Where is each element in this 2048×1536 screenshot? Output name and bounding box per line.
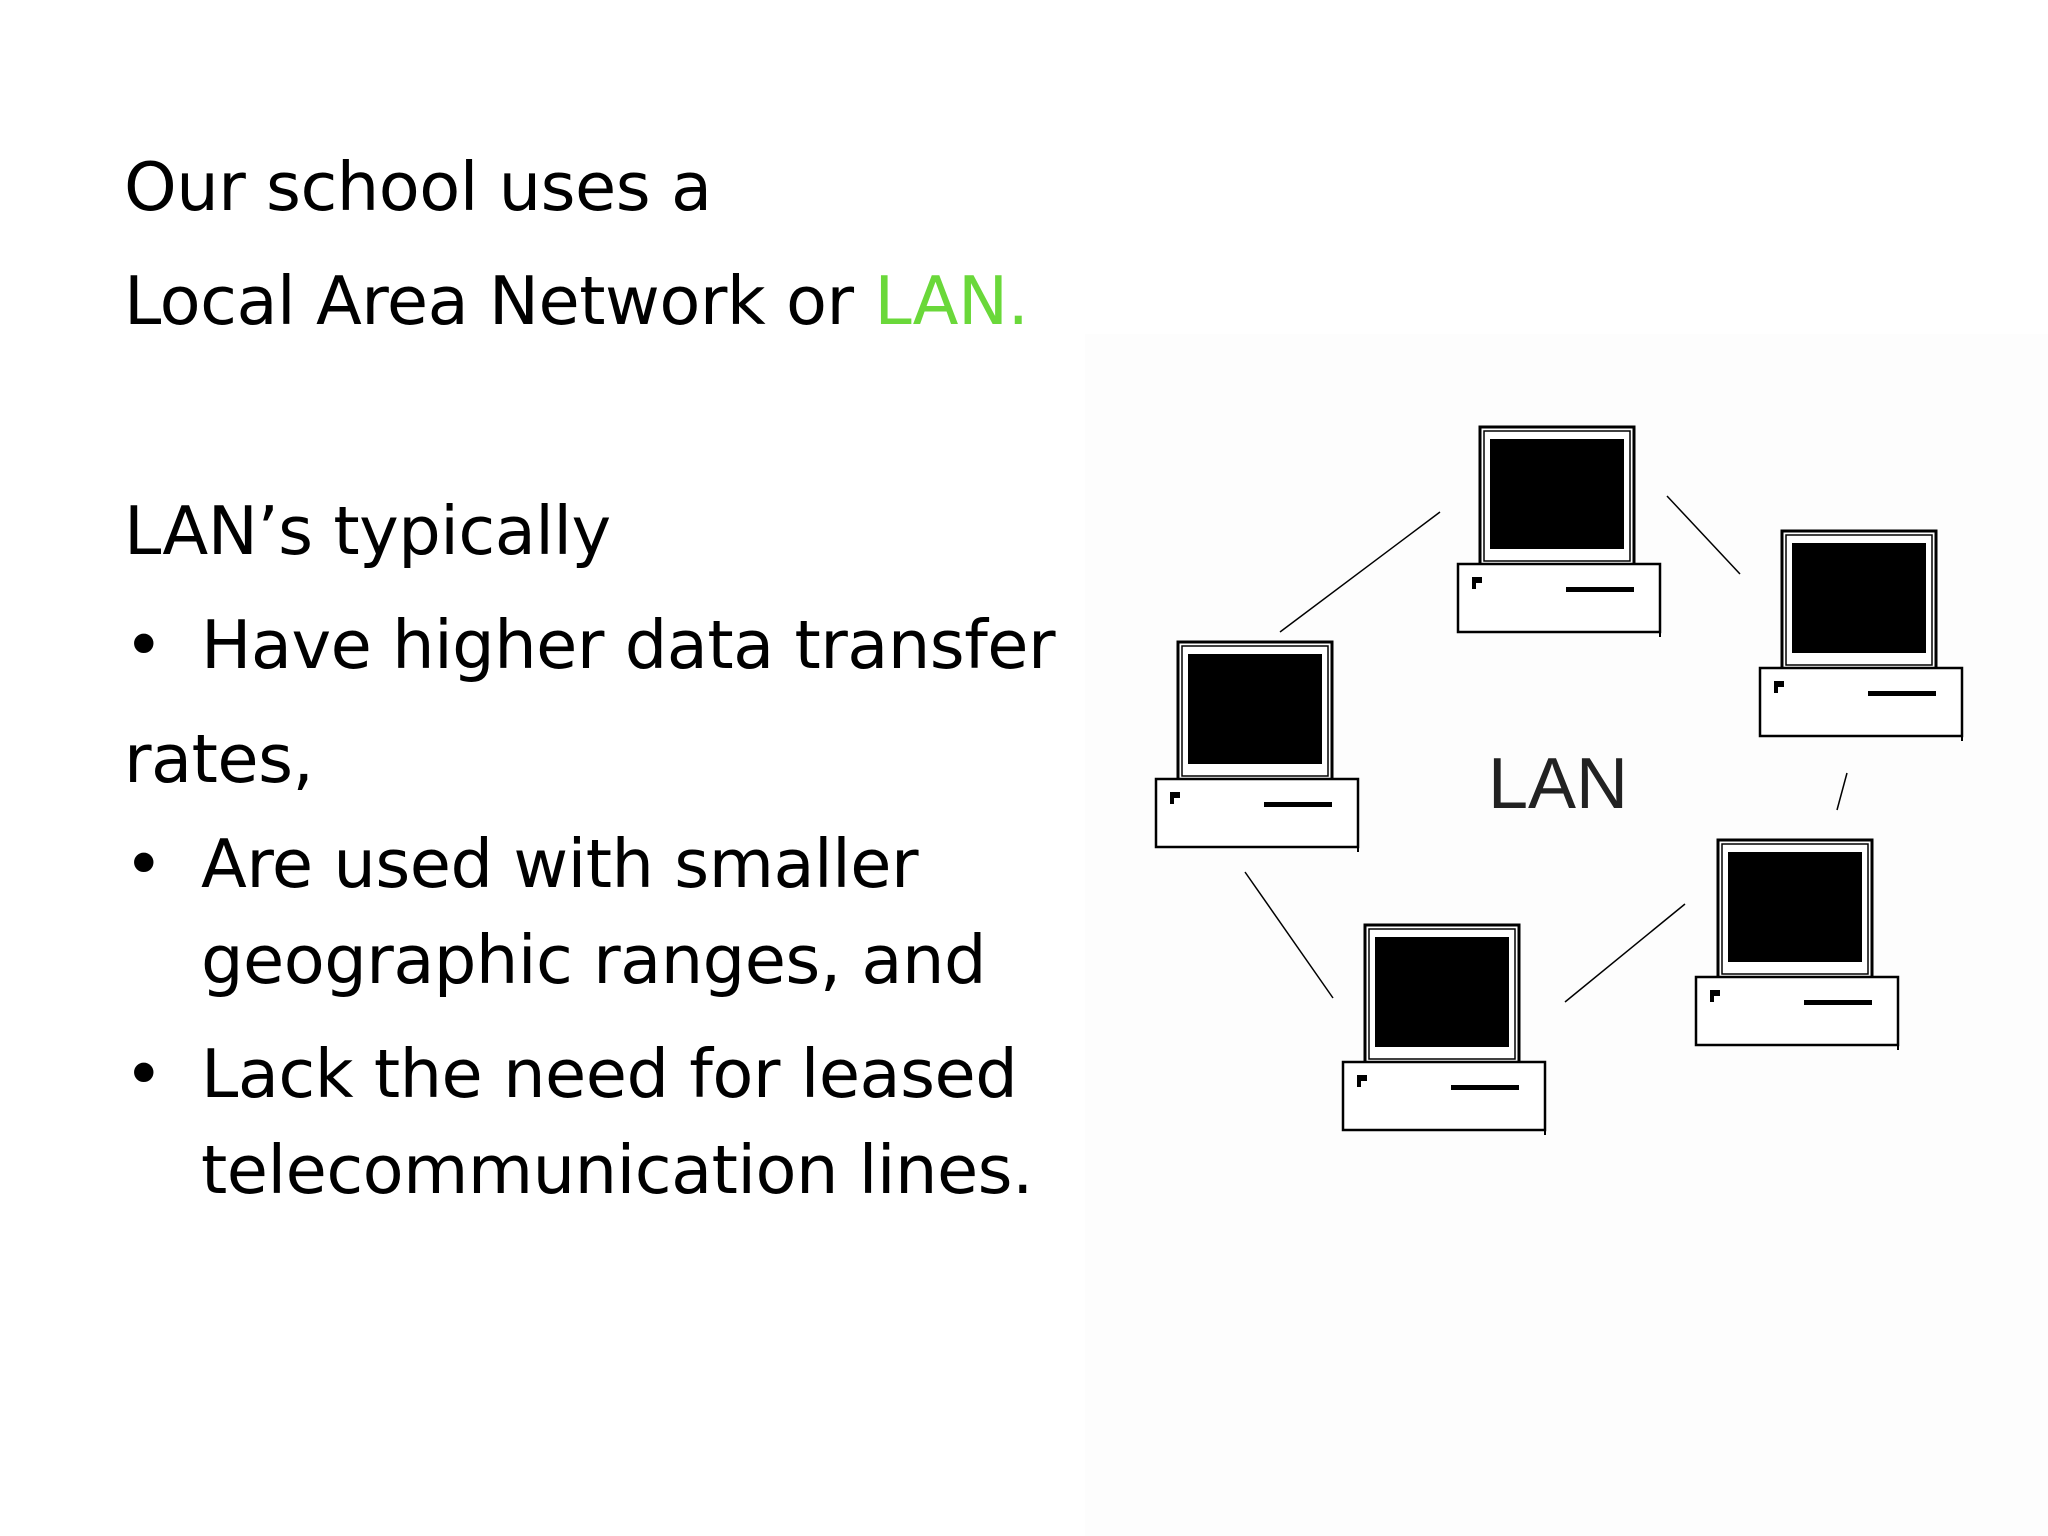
intro-line-2: Local Area Network or LAN. [124, 244, 1084, 358]
computer-icon-left [1154, 640, 1360, 854]
computer-icon-bottom-right [1694, 838, 1900, 1052]
bullet-item-3: • Lack the need for leased telecommunica… [124, 1026, 1084, 1218]
bullet-2-line-2: geographic ranges, and [201, 921, 987, 999]
bullet-item-2: • Are used with smaller geographic range… [124, 816, 1084, 1008]
computer-icon-top [1456, 425, 1662, 639]
link-line [1836, 772, 1848, 811]
bullet-icon: • [124, 606, 164, 684]
lan-highlight: LAN. [874, 262, 1029, 340]
link-line [1666, 495, 1741, 575]
bullet-1-continuation: rates, [124, 720, 314, 798]
bullet-icon: • [124, 825, 164, 903]
link-line [1244, 871, 1334, 999]
computer-icon-right [1758, 529, 1964, 743]
lan-label: LAN [1488, 744, 1628, 824]
bullet-3-line-2: telecommunication lines. [201, 1131, 1033, 1209]
bullet-icon: • [124, 1035, 164, 1113]
bullet-2-line-1: Are used with smaller [201, 825, 919, 903]
slide-text: Our school uses a Local Area Network or … [124, 130, 1084, 1218]
bullet-item-1: • Have higher data transfer [124, 588, 1084, 702]
bullet-3-line-1: Lack the need for leased [201, 1035, 1018, 1113]
intro-line-1: Our school uses a [124, 148, 712, 226]
link-line [1564, 903, 1686, 1003]
bullet-1-line-1: Have higher data transfer [201, 606, 1056, 684]
link-line [1279, 511, 1441, 633]
computer-icon-bottom [1341, 923, 1547, 1137]
list-heading: LAN’s typically [124, 492, 611, 570]
intro-line-2-text: Local Area Network or [124, 262, 875, 340]
